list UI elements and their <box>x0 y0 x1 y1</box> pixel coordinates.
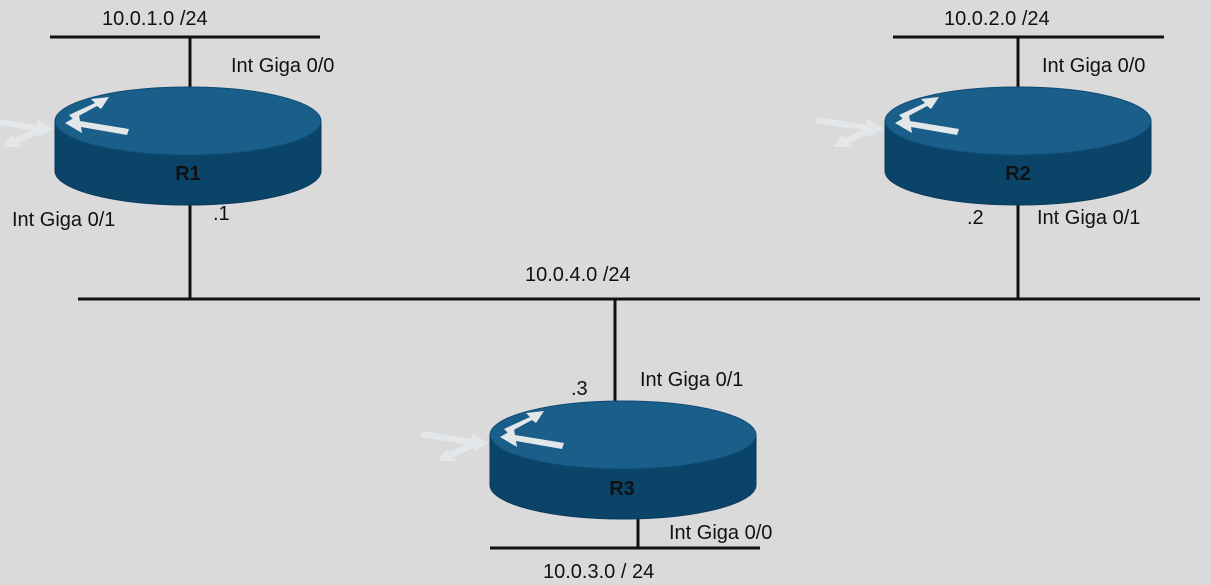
r1-giga1-label: Int Giga 0/1 <box>12 209 116 231</box>
network-label-r2-lan: 10.0.2.0 /24 <box>944 8 1050 30</box>
network-label-r3-lan: 10.0.3.0 / 24 <box>543 561 655 583</box>
router-r1-icon <box>0 86 322 206</box>
r3-giga0-label: Int Giga 0/0 <box>669 522 773 544</box>
r1-giga0-label: Int Giga 0/0 <box>231 55 335 77</box>
network-label-r1-lan: 10.0.1.0 /24 <box>102 8 208 30</box>
router-r3-icon <box>419 400 757 520</box>
r3-giga1-label: Int Giga 0/1 <box>640 369 744 391</box>
network-links <box>50 35 1200 550</box>
router-r3-name: R3 <box>609 478 635 500</box>
r1-host-octet: .1 <box>213 203 230 225</box>
router-r2-icon <box>814 86 1152 206</box>
router-r1-name: R1 <box>175 163 201 185</box>
r3-host-octet: .3 <box>571 378 588 400</box>
r2-giga0-label: Int Giga 0/0 <box>1042 55 1146 77</box>
r2-giga1-label: Int Giga 0/1 <box>1037 207 1141 229</box>
r2-host-octet: .2 <box>967 207 984 229</box>
network-label-shared: 10.0.4.0 /24 <box>525 264 631 286</box>
router-r2-name: R2 <box>1005 163 1031 185</box>
